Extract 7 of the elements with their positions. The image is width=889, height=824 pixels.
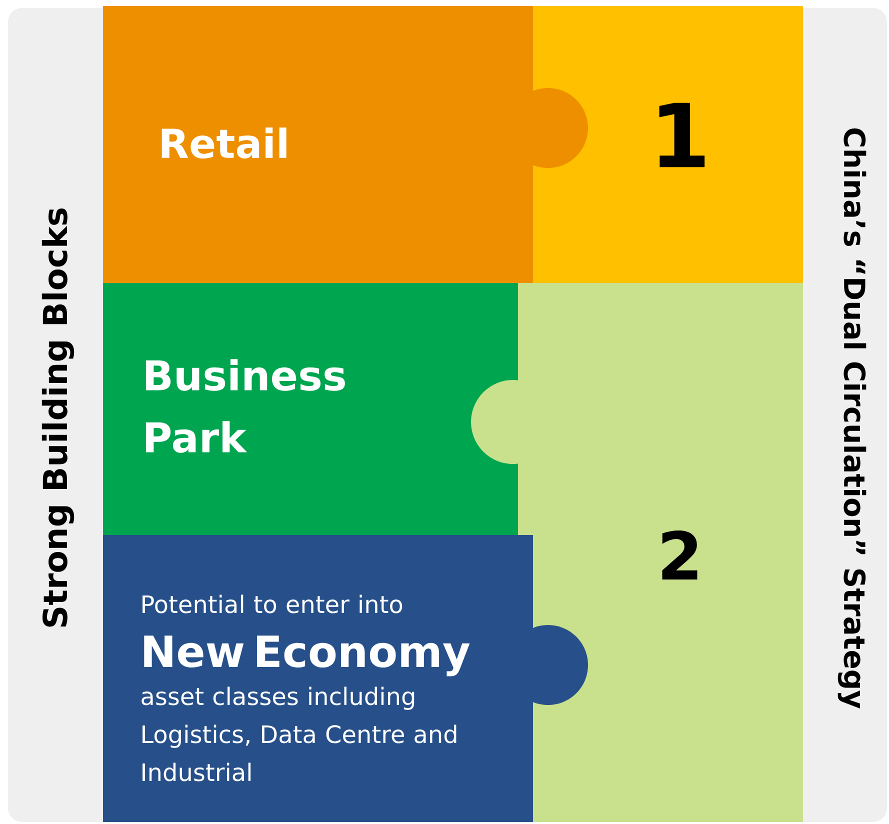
puzzle-piece: 2 — [471, 283, 803, 822]
vertical-label: Strong Building Blocks — [42, 208, 74, 627]
puzzle-piece: Potential to enter into New Economy asset classes including Logistics, Data Centre and Industrial — [103, 535, 588, 822]
vertical-label: China’s “Dual Circulation” Strategy — [838, 128, 866, 709]
puzzle-piece: Business Park — [103, 283, 518, 535]
puzzle-piece: 1 — [533, 6, 803, 283]
puzzle-piece: Retail — [103, 6, 588, 283]
